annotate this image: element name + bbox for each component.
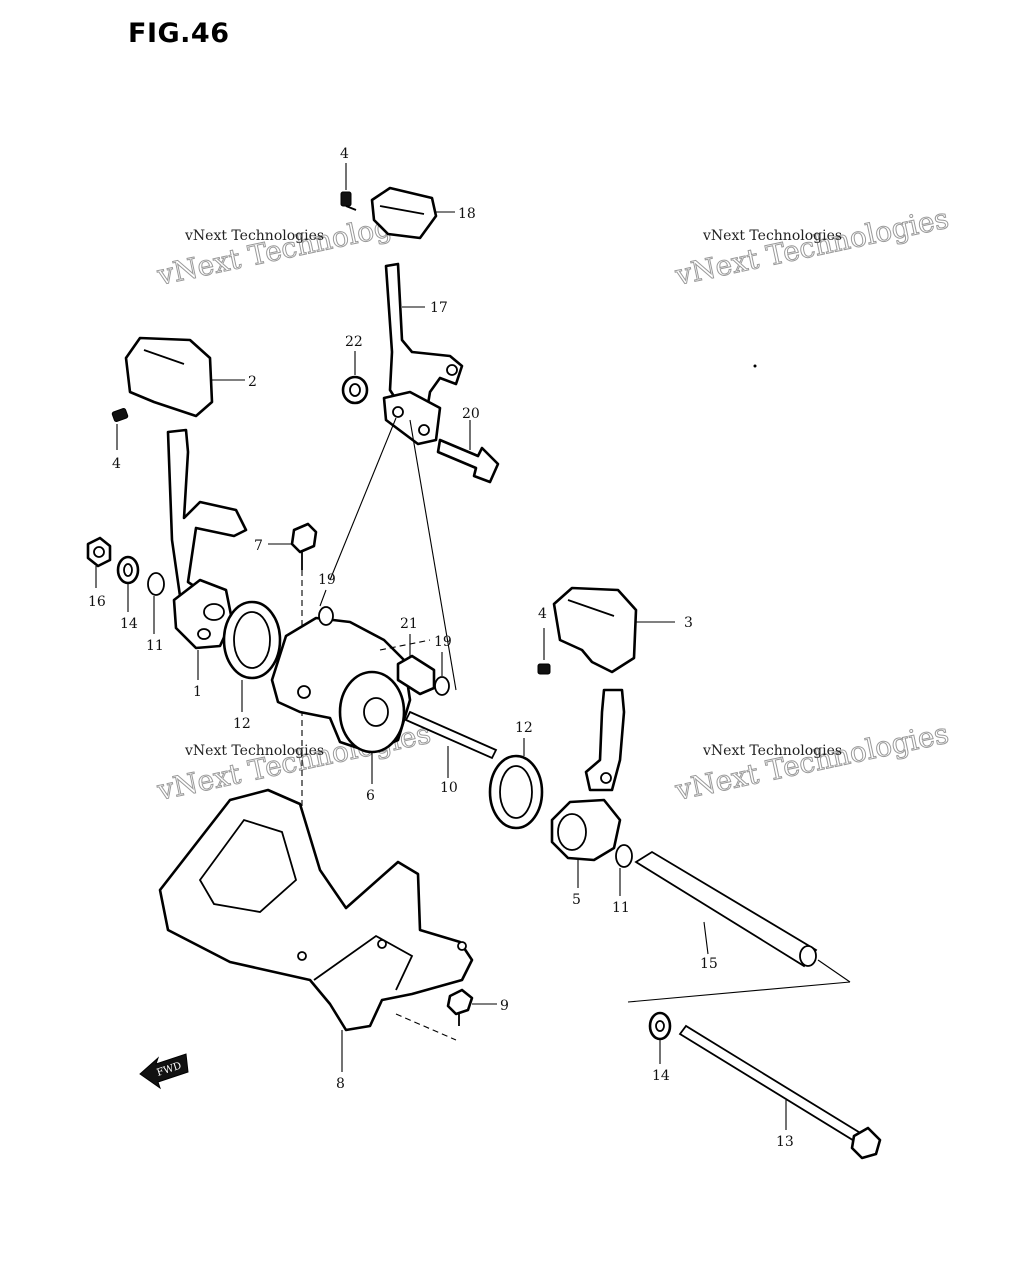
- part-13-long-bolt: [678, 1024, 882, 1160]
- label-4-top: 4: [340, 146, 349, 162]
- label-17: 17: [430, 300, 448, 316]
- label-12-right: 12: [515, 720, 533, 736]
- part-15-shaft: [627, 850, 851, 1003]
- label-10: 10: [440, 780, 458, 796]
- label-1: 1: [193, 684, 202, 700]
- stray-dot: [753, 364, 757, 368]
- svg-text:vNext Technologies: vNext Technologies: [184, 743, 324, 759]
- part-10-pin: [404, 710, 498, 778]
- figure-title: FIG.46: [128, 18, 230, 49]
- part-4-screw-top: [340, 163, 357, 211]
- label-12-left: 12: [233, 716, 251, 732]
- part-12-seal-right: [488, 738, 544, 830]
- part-20-bolt: [436, 420, 500, 484]
- linkage-guide-lines: [329, 417, 457, 691]
- svg-text:vNext Technologies: vNext Technologies: [702, 228, 842, 244]
- svg-text:vNext Technologies: vNext Technologies: [672, 202, 952, 292]
- part-14-washer-left: [116, 555, 140, 612]
- label-5: 5: [572, 892, 581, 908]
- front-direction-arrow-icon: FWD: [139, 1053, 189, 1090]
- svg-text:vNext Technologies: vNext Technologies: [702, 743, 842, 759]
- label-2: 2: [248, 374, 257, 390]
- label-4-right: 4: [538, 606, 547, 622]
- label-13: 13: [776, 1134, 794, 1150]
- label-4-left: 4: [112, 456, 121, 472]
- part-22-collar: [341, 351, 369, 405]
- part-5-right-lever: [550, 688, 626, 888]
- part-9-bolt: [446, 988, 497, 1026]
- part-18-cover-cap: [370, 186, 455, 240]
- part-6-housing: [270, 616, 412, 784]
- part-12-seal-left: [222, 600, 282, 712]
- lever-clamp-block: [382, 390, 442, 446]
- label-11-right: 11: [612, 900, 630, 916]
- part-19-o-ring-a: [318, 589, 334, 626]
- part-4-screw-right: [537, 628, 551, 675]
- part-19-o-ring-b: [434, 652, 450, 696]
- part-16-nut: [86, 536, 112, 588]
- part-14-washer-right: [648, 1011, 672, 1064]
- label-18: 18: [458, 206, 476, 222]
- svg-text:vNext Technologies: vNext Technologies: [184, 228, 324, 244]
- label-16: 16: [88, 594, 106, 610]
- part-2-left-cover: [124, 336, 245, 418]
- label-8: 8: [336, 1076, 345, 1092]
- part-11-ring-right: [615, 844, 633, 896]
- watermark-mid-right: vNext Technologies vNext Technologies: [671, 716, 952, 807]
- label-21: 21: [400, 616, 418, 632]
- part-3-right-cover: [552, 586, 675, 674]
- part-4-screw-left: [111, 407, 129, 450]
- label-22: 22: [345, 334, 363, 350]
- callout-labels: 4 18 17 22 20 2 4 7 19 19 21 16 14 11 1 …: [88, 146, 794, 1150]
- label-3: 3: [684, 615, 693, 631]
- label-6: 6: [366, 788, 375, 804]
- label-19-a: 19: [318, 572, 336, 588]
- watermark-top-right: vNext Technologies vNext Technologies: [671, 201, 952, 292]
- label-7: 7: [254, 538, 263, 554]
- part-21-sleeve: [396, 634, 436, 696]
- label-14-right: 14: [652, 1068, 670, 1084]
- part-8-frame-bracket: [158, 788, 474, 1072]
- part-1-left-lever: [166, 428, 248, 680]
- svg-text:vNext Technologies: vNext Technologies: [672, 717, 952, 807]
- part-17-lever-arm: [384, 262, 464, 418]
- label-19-b: 19: [434, 634, 452, 650]
- label-15: 15: [700, 956, 718, 972]
- label-11-left: 11: [146, 638, 164, 654]
- part-11-ring-left: [147, 572, 165, 634]
- label-9: 9: [500, 998, 509, 1014]
- label-20: 20: [462, 406, 480, 422]
- label-14-left: 14: [120, 616, 138, 632]
